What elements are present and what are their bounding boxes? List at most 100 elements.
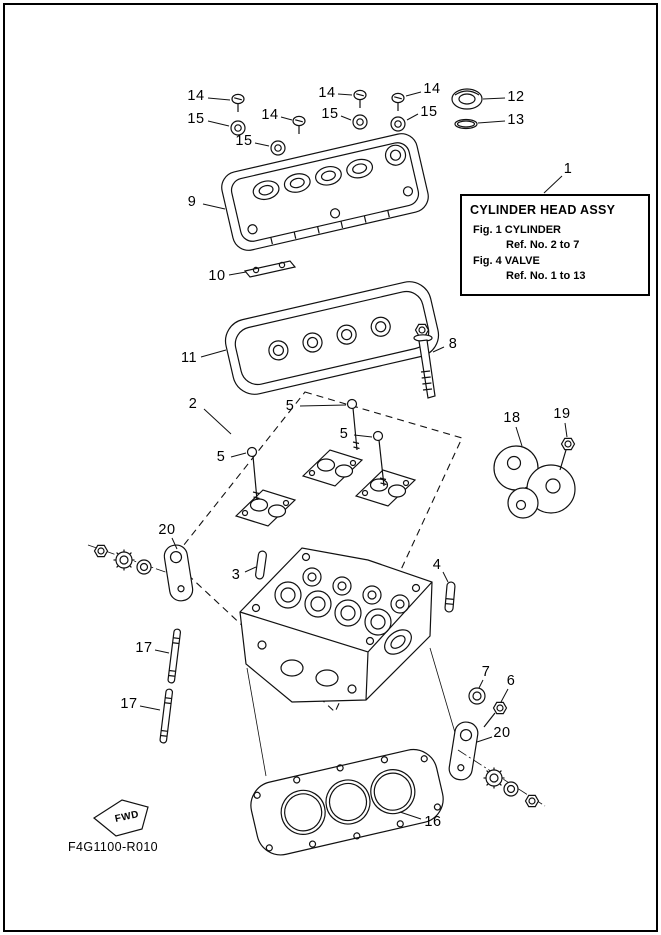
leader-line: [399, 811, 422, 820]
leader-line: [340, 115, 352, 121]
info-box-line: Fig. 4 VALVE: [473, 254, 540, 267]
leader-line: [207, 97, 231, 101]
plate-10: [243, 260, 297, 278]
leader-line: [154, 649, 170, 654]
part-callout-10: 10: [208, 268, 226, 284]
part-callout-20: 20: [493, 725, 511, 741]
part-callout-20: 20: [158, 522, 176, 538]
part-callout-17: 17: [120, 696, 138, 712]
camshaft-caps: [234, 449, 417, 527]
info-box-title: CYLINDER HEAD ASSY: [470, 203, 616, 217]
part-callout-12: 12: [507, 89, 525, 105]
camshaft-cap: [354, 469, 417, 507]
leader-line: [200, 349, 227, 358]
cylinder-head-body: [239, 547, 433, 703]
leader-line: [564, 422, 568, 438]
info-box: CYLINDER HEAD ASSY Fig. 1 CYLINDER Ref. …: [460, 194, 650, 296]
leader-line: [477, 120, 506, 124]
part-callout-14: 14: [187, 88, 205, 104]
part-callout-14: 14: [318, 85, 336, 101]
cap-bolt: [246, 446, 260, 501]
part-callout-17: 17: [135, 640, 153, 656]
camshaft-cap-bolts: [246, 398, 387, 501]
mount-hardware-right: [457, 749, 546, 808]
leader-line: [228, 271, 247, 276]
part-callout-11: 11: [180, 350, 198, 366]
leader-line: [230, 452, 247, 458]
leader-line: [280, 116, 293, 121]
cap-bolt: [346, 398, 360, 451]
part-callout-3: 3: [231, 567, 241, 583]
part-callout-14: 14: [261, 107, 279, 123]
part-callout-8: 8: [448, 336, 458, 352]
part-callout-13: 13: [507, 112, 525, 128]
valve-cover: [221, 133, 429, 251]
leader-line: [442, 571, 449, 583]
part-callout-4: 4: [432, 557, 442, 573]
part-callout-15: 15: [321, 106, 339, 122]
leader-line: [299, 404, 347, 407]
leader-line: [202, 203, 226, 210]
leader-line: [476, 736, 493, 743]
part-callout-16: 16: [424, 814, 442, 830]
info-box-line: Ref. No. 2 to 7: [506, 239, 580, 252]
leader-line: [139, 705, 161, 711]
part-callout-15: 15: [235, 133, 253, 149]
cap-o-ring: [454, 118, 478, 130]
bolt-6: [483, 701, 508, 728]
dowel-stud-3: [255, 550, 267, 580]
part-callout-2: 2: [188, 396, 198, 412]
part-callout-5: 5: [339, 426, 349, 442]
camshaft-cap: [301, 449, 364, 487]
leader-line: [478, 679, 484, 689]
leader-line: [254, 142, 270, 147]
leader-line: [353, 434, 373, 438]
stud-17-lower: [159, 688, 174, 744]
part-callout-1: 1: [563, 161, 573, 177]
stud-17-upper: [167, 628, 182, 684]
leader-lines: [139, 91, 568, 820]
oil-filler-cap: [451, 88, 483, 110]
fwd-arrow: [92, 799, 149, 837]
part-callout-15: 15: [187, 111, 205, 127]
leader-line: [337, 93, 353, 96]
stud-4: [444, 581, 456, 613]
leader-line: [171, 537, 178, 550]
drawing-code: F4G1100-R010: [68, 840, 159, 854]
cylinder-head-bolt-8: [413, 323, 436, 399]
info-box-line: Ref. No. 1 to 13: [506, 270, 586, 283]
assembly-boundary-box: [171, 391, 463, 713]
washer-7: [468, 687, 486, 705]
bracket-18: [493, 445, 576, 519]
info-box-line: Fig. 1 CYLINDER: [473, 224, 562, 236]
bracket-20-right: [448, 721, 479, 781]
cap-bolt: [372, 430, 387, 487]
leader-line: [482, 97, 506, 100]
leader-line: [500, 688, 509, 703]
alignment-lines: [246, 647, 457, 777]
part-callout-19: 19: [553, 406, 571, 422]
part-callout-14: 14: [423, 81, 441, 97]
part-callout-6: 6: [506, 673, 516, 689]
part-callout-5: 5: [216, 449, 226, 465]
valve-cover-gasket: [224, 281, 440, 395]
part-callout-5: 5: [285, 398, 295, 414]
mount-hardware-left: [87, 544, 175, 576]
part-callout-9: 9: [187, 194, 197, 210]
leader-line: [244, 566, 257, 573]
part-callout-18: 18: [503, 410, 521, 426]
part-callout-7: 7: [481, 664, 491, 680]
leader-line: [543, 175, 563, 194]
leader-line: [432, 346, 445, 353]
camshaft-cap: [234, 489, 297, 527]
leader-line: [207, 120, 230, 127]
bolt-19: [559, 437, 576, 471]
bracket-20-left: [163, 544, 194, 602]
leader-line: [515, 426, 523, 447]
part-callout-15: 15: [420, 104, 438, 120]
leader-line: [406, 113, 419, 121]
leader-line: [405, 91, 422, 97]
head-gasket: [250, 748, 444, 856]
